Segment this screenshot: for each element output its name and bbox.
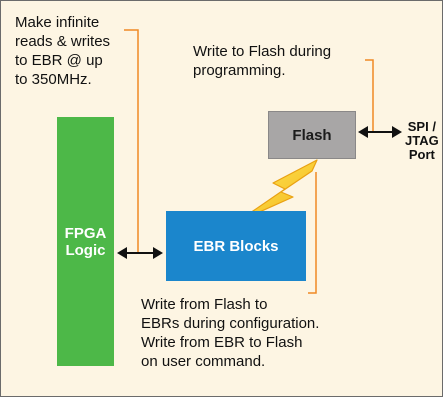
leader-line-reads bbox=[124, 29, 139, 253]
note-write-flash: Write to Flash during programming. bbox=[193, 43, 332, 79]
flash-label: Flash bbox=[292, 126, 332, 144]
flash-port-arrow bbox=[358, 126, 402, 138]
note-reads-writes: Make infinite reads & writes to EBR @ up… bbox=[15, 14, 111, 88]
fpga-ebr-arrow bbox=[117, 247, 163, 259]
ebr-blocks-block: EBR Blocks bbox=[166, 211, 306, 281]
leader-line-flash bbox=[365, 59, 374, 132]
leader-line-config bbox=[308, 172, 317, 294]
ebr-blocks-label: EBR Blocks bbox=[193, 237, 279, 255]
fpga-logic-block: FPGA Logic bbox=[57, 117, 114, 366]
flash-block: Flash bbox=[268, 111, 356, 159]
lightning-bolt-icon bbox=[236, 159, 318, 223]
note-configuration: Write from Flash to EBRs during configur… bbox=[141, 296, 320, 370]
fpga-logic-label: FPGA Logic bbox=[64, 224, 107, 259]
spi-jtag-port-label: SPI / JTAG Port bbox=[405, 119, 439, 162]
